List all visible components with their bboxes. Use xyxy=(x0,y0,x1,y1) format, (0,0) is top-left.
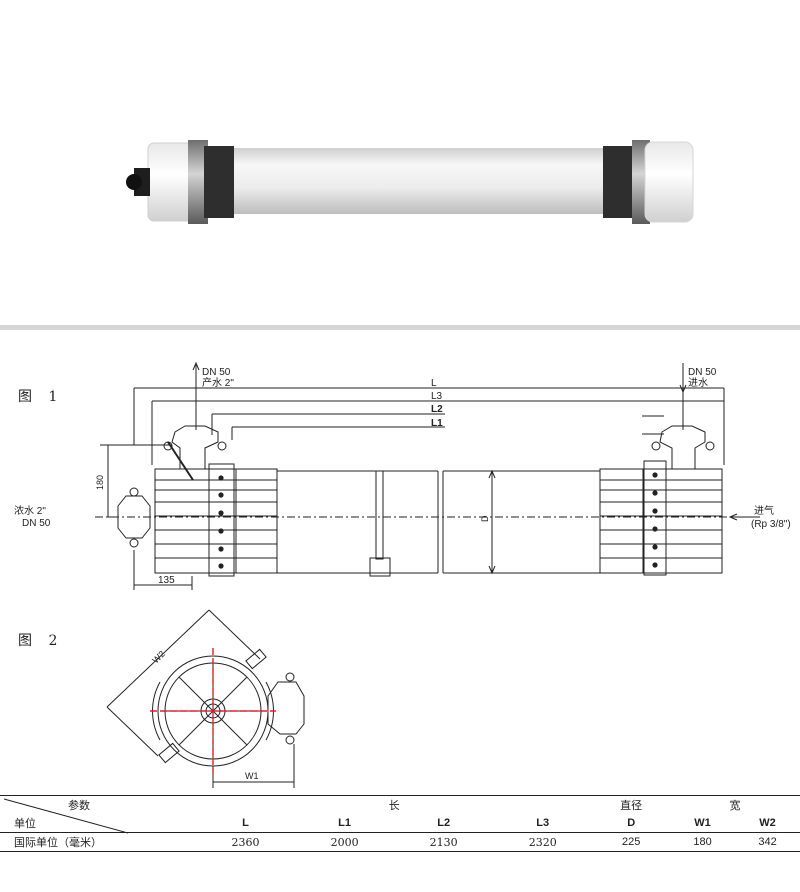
air-inlet-label: 进气 xyxy=(754,504,774,517)
feed-size-label: DN 50 xyxy=(688,367,717,378)
col-D: D xyxy=(627,817,636,829)
left-clamp-drawing xyxy=(208,463,235,577)
tube-body xyxy=(225,148,615,214)
value-L: 2360 xyxy=(196,832,296,852)
membrane-module-photo xyxy=(126,140,694,224)
value-L2: 2130 xyxy=(394,832,494,852)
technical-drawing: DN 50 产水 2" DN 50 进水 L L3 L2 L1 浓水 2" DN… xyxy=(0,330,800,792)
feed-label: 进水 xyxy=(688,377,708,389)
group-diameter: 直径 xyxy=(592,795,671,814)
group-length: 长 xyxy=(196,795,593,814)
section-divider xyxy=(0,325,800,330)
dim-label-L2: L2 xyxy=(431,404,443,415)
col-L: L xyxy=(242,817,249,829)
header-param: 参数 xyxy=(0,795,196,814)
col-L3: L3 xyxy=(536,817,550,829)
col-W2: W2 xyxy=(759,817,776,829)
product-photo xyxy=(0,0,800,322)
concentrate-label: 浓水 2" xyxy=(14,505,46,517)
header-unit: 单位 xyxy=(14,818,36,830)
right-clamp-drawing xyxy=(643,460,667,576)
value-L3: 2320 xyxy=(493,832,593,852)
left-black-ring xyxy=(204,146,234,218)
right-black-ring xyxy=(603,146,637,218)
value-W2: 342 xyxy=(735,832,800,852)
left-clamp xyxy=(188,140,208,224)
dim-label-135: 135 xyxy=(158,575,175,586)
value-L1: 2000 xyxy=(295,832,395,852)
group-width: 宽 xyxy=(670,795,800,814)
value-W1: 180 xyxy=(670,832,736,852)
figure-1-label: 图 1 xyxy=(18,389,64,405)
figure-2-label: 图 2 xyxy=(18,633,64,649)
col-L1: L1 xyxy=(338,817,352,829)
permeate-label: 产水 2" xyxy=(202,376,234,389)
drawing-canvas: DN 50 产水 2" DN 50 进水 L L3 L2 L1 浓水 2" DN… xyxy=(14,361,791,788)
dim-label-W1: W1 xyxy=(245,771,259,781)
dim-label-L3: L3 xyxy=(431,391,443,402)
permeate-size-label: DN 50 xyxy=(202,367,231,378)
dim-label-L: L xyxy=(431,378,437,389)
concentrate-size-label: DN 50 xyxy=(22,518,51,529)
air-inlet-size-label: (Rp 3/8") xyxy=(751,519,791,530)
support-rod xyxy=(375,470,384,560)
end-view-drawing xyxy=(106,609,305,788)
support-foot xyxy=(369,557,391,577)
parameter-table: 参数 长 直径 宽 单位 L L1 L2 L3 D W1 W2 国际单位（毫米）… xyxy=(0,795,800,855)
dim-label-180: 180 xyxy=(95,475,105,490)
value-D: 225 xyxy=(592,832,671,852)
right-end-cap xyxy=(644,141,694,223)
right-end-body xyxy=(599,468,723,574)
dim-label-D: D xyxy=(480,515,490,522)
dim-label-L1: L1 xyxy=(431,418,443,429)
col-L2: L2 xyxy=(437,817,451,829)
col-W1: W1 xyxy=(694,817,711,829)
row-label: 国际单位（毫米） xyxy=(0,832,196,852)
left-end-body xyxy=(154,468,278,574)
